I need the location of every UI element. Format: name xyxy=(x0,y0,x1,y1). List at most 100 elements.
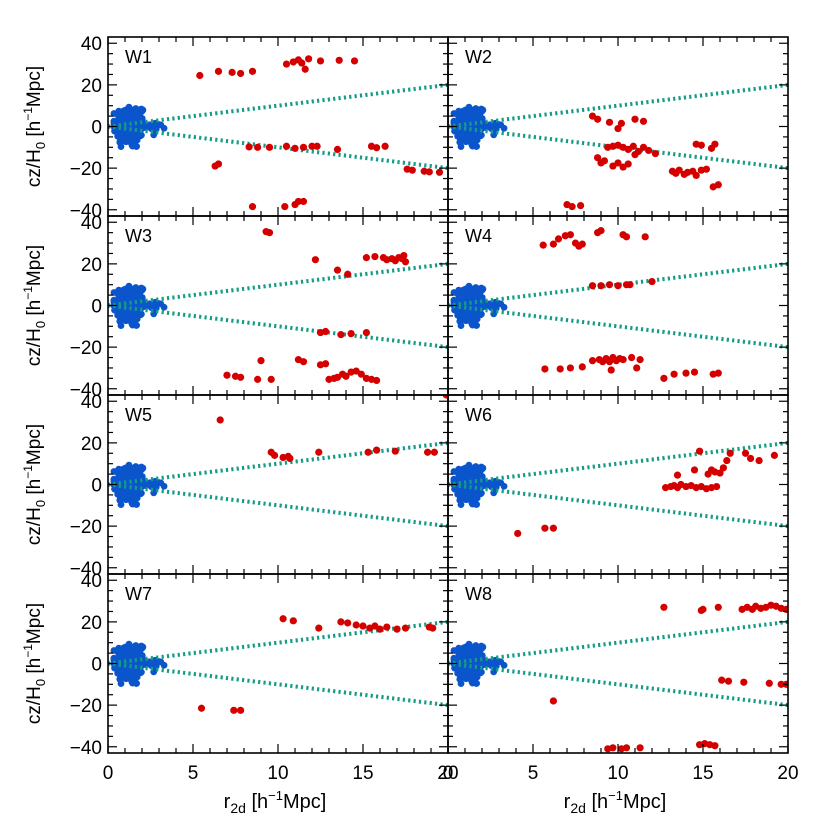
member-point xyxy=(566,364,575,372)
background-point xyxy=(119,286,127,294)
background-point xyxy=(117,494,124,502)
background-point xyxy=(489,124,497,132)
background-point xyxy=(462,138,470,146)
x-axis-title-right: r2d [h−1Mpc] xyxy=(564,788,667,816)
panel-label: W8 xyxy=(465,584,492,604)
member-point xyxy=(248,203,257,211)
background-point xyxy=(117,136,124,144)
member-point xyxy=(619,356,627,364)
member-point xyxy=(237,706,245,714)
y-tick-label: 20 xyxy=(81,255,102,276)
background-point xyxy=(149,124,157,132)
background-point xyxy=(160,303,168,311)
background-point xyxy=(127,496,135,504)
background-point xyxy=(131,294,139,302)
panel-label: W3 xyxy=(125,226,152,246)
member-point xyxy=(648,277,656,286)
member-point xyxy=(196,71,204,80)
background-point xyxy=(117,501,125,508)
background-point xyxy=(457,136,464,144)
x-tick-label: 20 xyxy=(777,763,798,784)
member-point xyxy=(373,144,381,152)
background-point xyxy=(117,322,125,329)
background-point xyxy=(467,138,475,146)
cone-line xyxy=(448,661,788,708)
member-point xyxy=(400,251,408,260)
background-point xyxy=(474,488,482,496)
cone-line xyxy=(448,482,788,529)
member-point xyxy=(254,375,262,383)
cone-line xyxy=(448,619,788,666)
member-point xyxy=(636,356,644,364)
member-point xyxy=(315,448,323,456)
member-point xyxy=(362,254,370,262)
plot-area xyxy=(448,82,788,211)
member-point xyxy=(607,366,615,374)
member-point xyxy=(237,69,245,78)
member-point xyxy=(714,603,722,611)
background-point xyxy=(119,465,127,473)
member-point xyxy=(556,365,564,373)
member-point xyxy=(342,372,350,380)
member-point xyxy=(639,117,648,125)
panel-label: W5 xyxy=(125,405,152,425)
member-point xyxy=(337,331,345,339)
member-point xyxy=(670,370,678,378)
background-point xyxy=(119,107,127,115)
panel-label: W1 xyxy=(125,47,152,67)
y-tick-label: −20 xyxy=(70,517,102,538)
background-point xyxy=(474,667,482,675)
panel-label: W4 xyxy=(465,226,492,246)
member-point xyxy=(554,235,563,243)
member-point xyxy=(350,57,359,65)
member-point xyxy=(282,142,291,150)
background-point xyxy=(455,470,462,478)
background-point xyxy=(455,112,462,120)
background-point xyxy=(467,317,475,325)
member-point xyxy=(294,197,302,206)
background-point xyxy=(110,298,118,306)
background-point xyxy=(471,473,479,481)
member-point xyxy=(248,67,257,75)
background-point xyxy=(467,496,475,504)
member-point xyxy=(211,162,219,170)
member-point xyxy=(629,142,637,150)
background-point xyxy=(122,496,130,504)
background-point xyxy=(500,303,508,311)
cone-line xyxy=(448,82,788,129)
member-point xyxy=(699,605,707,613)
background-point xyxy=(467,675,475,683)
member-point xyxy=(442,395,448,399)
member-point xyxy=(541,365,549,373)
member-point xyxy=(393,625,401,633)
background-point xyxy=(122,317,130,325)
member-point xyxy=(401,258,410,266)
member-point xyxy=(228,68,236,76)
member-point xyxy=(347,329,355,338)
background-point xyxy=(457,322,465,329)
y-axis-title: cz/H0 [h−1Mpc] xyxy=(21,424,48,545)
background-point xyxy=(459,465,467,473)
member-point xyxy=(299,197,308,206)
plot-area xyxy=(448,226,788,382)
member-point xyxy=(549,240,558,248)
member-point xyxy=(714,369,722,377)
background-point xyxy=(135,285,143,293)
member-point xyxy=(614,159,622,167)
background-point xyxy=(469,643,477,651)
y-tick-label: −40 xyxy=(70,201,102,222)
background-point xyxy=(455,291,462,299)
background-point xyxy=(489,482,497,490)
background-point xyxy=(474,309,482,317)
member-point xyxy=(549,524,558,532)
member-point xyxy=(352,621,360,629)
background-point xyxy=(117,143,125,150)
member-point xyxy=(770,451,779,459)
member-point xyxy=(408,166,416,174)
background-point xyxy=(457,501,465,508)
cone-line xyxy=(108,261,448,308)
background-point xyxy=(462,317,470,325)
cone-line xyxy=(448,440,788,487)
member-point xyxy=(713,482,721,491)
